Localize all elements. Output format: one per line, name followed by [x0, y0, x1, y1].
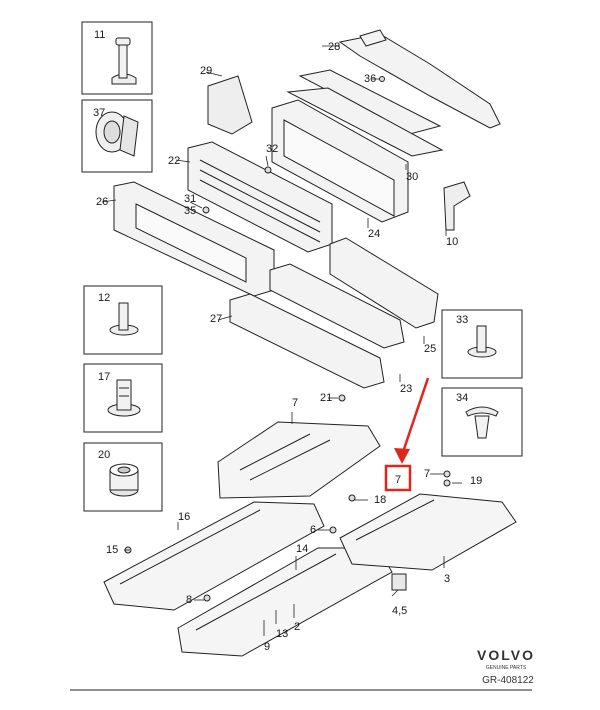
callout-7: 7 — [292, 397, 298, 409]
highlight-label: 7 — [395, 474, 401, 486]
brand-tagline: GENUINE PARTS — [486, 665, 527, 671]
inset-box-12 — [83, 285, 163, 355]
part-29-duct — [207, 75, 253, 135]
inset-box-37 — [81, 99, 153, 173]
callout-16: 16 — [178, 511, 190, 523]
callout-11: 11 — [94, 29, 105, 41]
callout-35: 35 — [184, 205, 196, 217]
callout-14: 14 — [296, 543, 308, 555]
inset-box-20 — [83, 442, 163, 512]
highlight-marker: 7 — [384, 377, 430, 492]
callout-33: 33 — [456, 314, 468, 326]
inset-box-33 — [441, 309, 523, 379]
part-1-rear-undershield — [177, 547, 393, 657]
callout-22: 22 — [168, 155, 180, 167]
callout-21: 21 — [320, 392, 332, 404]
callout-30: 30 — [406, 171, 418, 183]
part-24-shroud — [271, 99, 409, 223]
part-8-right-undershield — [339, 493, 517, 571]
callout-13: 13 — [276, 628, 288, 640]
callout-19: 19 — [470, 475, 482, 487]
callout-32: 32 — [266, 143, 278, 155]
callout-labels: 1137282936223230313526241012272533231721… — [93, 29, 482, 653]
callout-36: 36 — [364, 73, 376, 85]
callout-3: 3 — [444, 573, 450, 585]
callout-24: 24 — [368, 228, 380, 240]
part-27-lower-panel — [229, 263, 405, 389]
callout-9: 9 — [264, 641, 270, 653]
small-fasteners — [124, 76, 451, 602]
part-7-front-undershield — [217, 421, 381, 499]
callout-34: 34 — [456, 392, 468, 404]
part-25-deflector — [329, 237, 439, 329]
callout-8: 8 — [186, 594, 192, 606]
inset-box-34 — [441, 387, 523, 457]
part-28-upper-bracket — [338, 29, 501, 129]
callout-29: 29 — [200, 65, 212, 77]
inset-box-17 — [83, 363, 163, 433]
part-10-bracket — [443, 181, 471, 231]
callout-17: 17 — [98, 371, 110, 383]
part-30-frame — [286, 69, 444, 157]
callout-27: 27 — [210, 313, 222, 325]
callout-25: 25 — [424, 343, 436, 355]
volvo-logo: VOLVO — [477, 647, 535, 663]
callout-31: 31 — [184, 193, 196, 205]
callout-23: 23 — [400, 383, 412, 395]
callout-4-5: 4,5 — [392, 605, 407, 617]
callout-20: 20 — [98, 449, 110, 461]
inset-box-11 — [81, 21, 153, 95]
reference-code: GR-408122 — [482, 675, 534, 686]
brand-block: VOLVO GENUINE PARTS GR-408122 — [477, 647, 535, 686]
callout-26: 26 — [96, 196, 108, 208]
callout-12: 12 — [98, 292, 110, 304]
callout-18: 18 — [374, 494, 386, 506]
part-6-left-undershield — [103, 501, 325, 611]
callout-7: 7 — [424, 468, 430, 480]
callout-10: 10 — [446, 236, 458, 248]
callout-6: 6 — [310, 524, 316, 536]
callout-2: 2 — [294, 621, 300, 633]
part-26-grille-frame — [113, 181, 275, 297]
leader-lines — [101, 45, 462, 636]
callout-15: 15 — [106, 544, 118, 556]
callout-28: 28 — [328, 41, 340, 53]
callout-37: 37 — [93, 107, 105, 119]
